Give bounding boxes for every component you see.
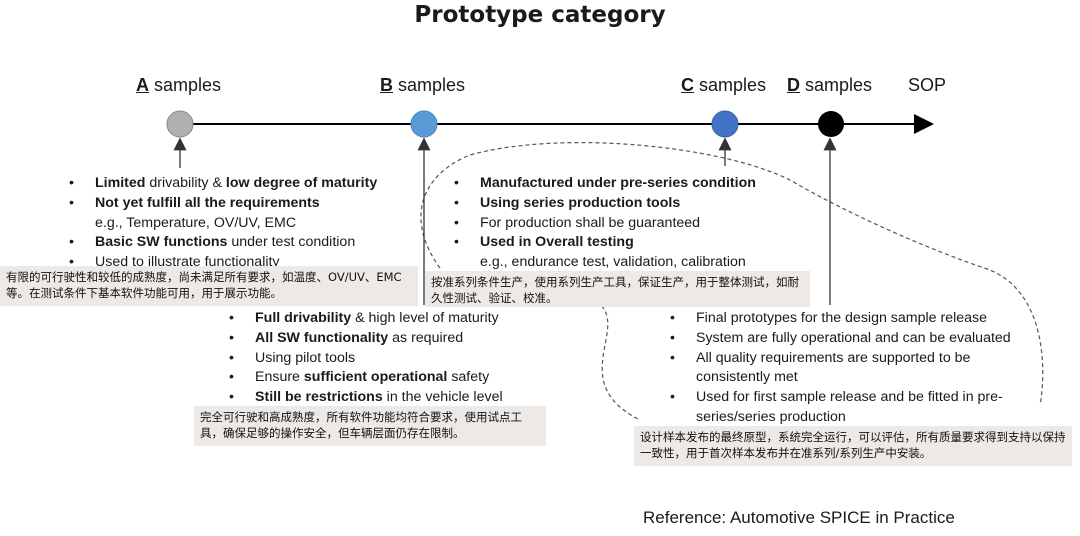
dashed-connector [420,142,1044,406]
list-item: Using pilot tools [229,349,503,369]
list-item: Basic SW functions under test condition [69,233,377,253]
list-item: Used for first sample release and be fit… [670,388,1011,408]
reference-text: Reference: Automotive SPICE in Practice [643,508,955,527]
list-item: All quality requirements are supported t… [670,349,1011,369]
milestone-dot-b [410,110,438,138]
milestone-dot-c [711,110,739,138]
c-samples-list: Manufactured under pre-series condition … [454,174,756,273]
d-samples-note: 设计样本发布的最终原型，系统完全运行，可以评估，所有质量要求得到支持以保持一致性… [634,426,1072,466]
list-item: For production shall be guaranteed [454,214,756,234]
stage-label-d: D samples [787,75,873,95]
list-item: Limited drivability & low degree of matu… [69,174,377,194]
list-item: Still be restrictions in the vehicle lev… [229,388,503,408]
d-samples-list: Final prototypes for the design sample r… [670,309,1011,428]
list-item: e.g., Temperature, OV/UV, EMC [95,214,297,231]
diagram-title: Prototype category [414,2,666,28]
list-item: series/series production [696,408,846,425]
list-item: Final prototypes for the design sample r… [670,309,1011,329]
list-item: System are fully operational and can be … [670,329,1011,349]
list-item: Not yet fulfill all the requirements [69,194,377,214]
list-item: Manufactured under pre-series condition [454,174,756,194]
list-item: Ensure sufficient operational safety [229,368,503,388]
list-item: consistently met [696,369,798,386]
b-samples-note: 完全可行驶和高成熟度，所有软件功能均符合要求，使用试点工具，确保足够的操作安全，… [194,406,546,446]
stage-label-b: B samples [380,75,466,95]
b-samples-list: Full drivability & high level of maturit… [229,309,503,408]
stage-label-a: A samples [136,75,222,95]
list-item: Used in Overall testing [454,233,756,253]
milestone-dot-d [818,111,844,137]
list-item: All SW functionality as required [229,329,503,349]
milestone-dot-a [166,110,194,138]
stage-label-sop: SOP [908,75,947,95]
list-item: Using series production tools [454,194,756,214]
a-samples-note: 有限的可行驶性和较低的成熟度，尚未满足所有要求，如温度、OV/UV、EMC等。在… [0,266,418,306]
a-samples-list: Limited drivability & low degree of matu… [69,174,377,273]
list-item: Full drivability & high level of maturit… [229,309,503,329]
c-samples-note: 按准系列条件生产，使用系列生产工具，保证生产，用于整体测试，如耐久性测试、验证、… [425,271,810,307]
dashed-connector-lower [589,297,641,421]
list-item: e.g., endurance test, validation, calibr… [480,254,746,271]
stage-label-c: C samples [681,75,767,95]
